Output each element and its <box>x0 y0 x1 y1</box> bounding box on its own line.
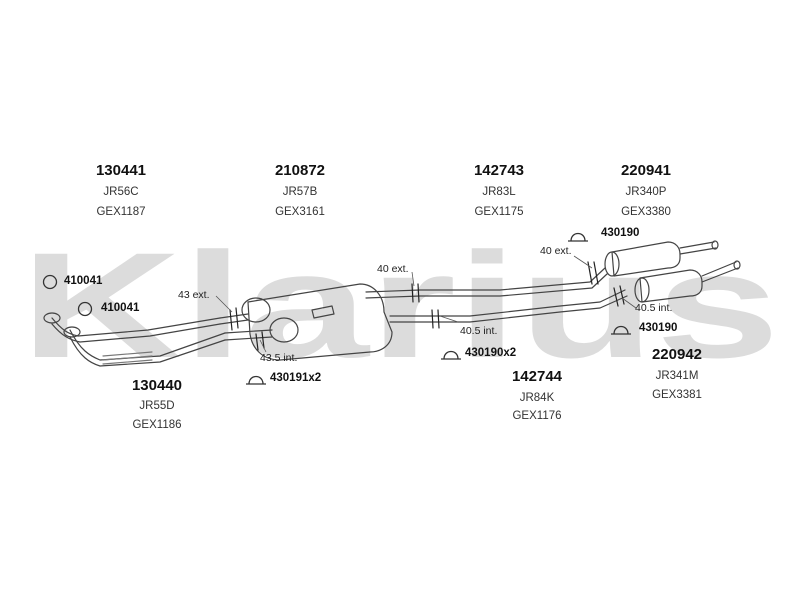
fitting-label-410041[interactable]: 410041 <box>101 302 140 314</box>
rear-silencer-1 <box>611 241 681 277</box>
jr-reference: JR84K <box>519 392 555 404</box>
fitting-label-430190[interactable]: 430190 <box>639 322 678 334</box>
gex-reference: GEX3161 <box>275 206 325 218</box>
gex-reference: GEX1175 <box>474 206 524 218</box>
clamp-icon <box>568 232 588 242</box>
gex-reference: GEX1187 <box>96 206 146 218</box>
fitting-label-410041[interactable]: 410041 <box>64 275 103 287</box>
gex-reference: GEX3381 <box>652 389 702 401</box>
jr-reference: JR83L <box>482 186 516 198</box>
clamp-icon <box>246 375 266 385</box>
part-number[interactable]: 210872 <box>274 162 326 179</box>
part-number[interactable]: 220942 <box>651 346 703 363</box>
part-number[interactable]: 142743 <box>473 162 525 179</box>
ring-icon <box>77 301 93 317</box>
fitting-label-430191x2[interactable]: 430191x2 <box>270 372 322 384</box>
jr-reference: JR341M <box>655 370 699 382</box>
jr-reference: JR56C <box>103 186 139 198</box>
part-number[interactable]: 220941 <box>620 162 672 179</box>
part-number[interactable]: 130441 <box>95 162 147 179</box>
clamp-icon <box>441 350 461 360</box>
dimension-label: 43.5 int. <box>260 352 298 364</box>
clamp-icon <box>611 325 631 335</box>
part-number[interactable]: 130440 <box>131 377 183 394</box>
jr-reference: JR57B <box>282 186 318 198</box>
dimension-label: 43 ext. <box>178 289 210 301</box>
jr-reference: JR55D <box>139 400 175 412</box>
mid-pipe-upper <box>365 267 606 293</box>
dimension-label: 40 ext. <box>377 263 409 275</box>
centre-silencer <box>247 283 393 361</box>
rear-silencer-2 <box>639 269 703 303</box>
part-number[interactable]: 142744 <box>511 368 563 385</box>
gex-reference: GEX3380 <box>621 206 671 218</box>
fitting-label-430190[interactable]: 430190 <box>601 227 640 239</box>
dimension-label: 40.5 int. <box>460 325 498 337</box>
gex-reference: GEX1186 <box>132 419 182 431</box>
dimension-label: 40 ext. <box>540 245 572 257</box>
mid-pipe-lower <box>389 289 626 317</box>
flex-section <box>102 351 153 365</box>
gex-reference: GEX1176 <box>512 410 562 422</box>
jr-reference: JR340P <box>625 186 667 198</box>
fitting-label-430190x2[interactable]: 430190x2 <box>465 347 517 359</box>
ring-icon <box>42 274 58 290</box>
dimension-label: 40.5 int. <box>635 302 673 314</box>
